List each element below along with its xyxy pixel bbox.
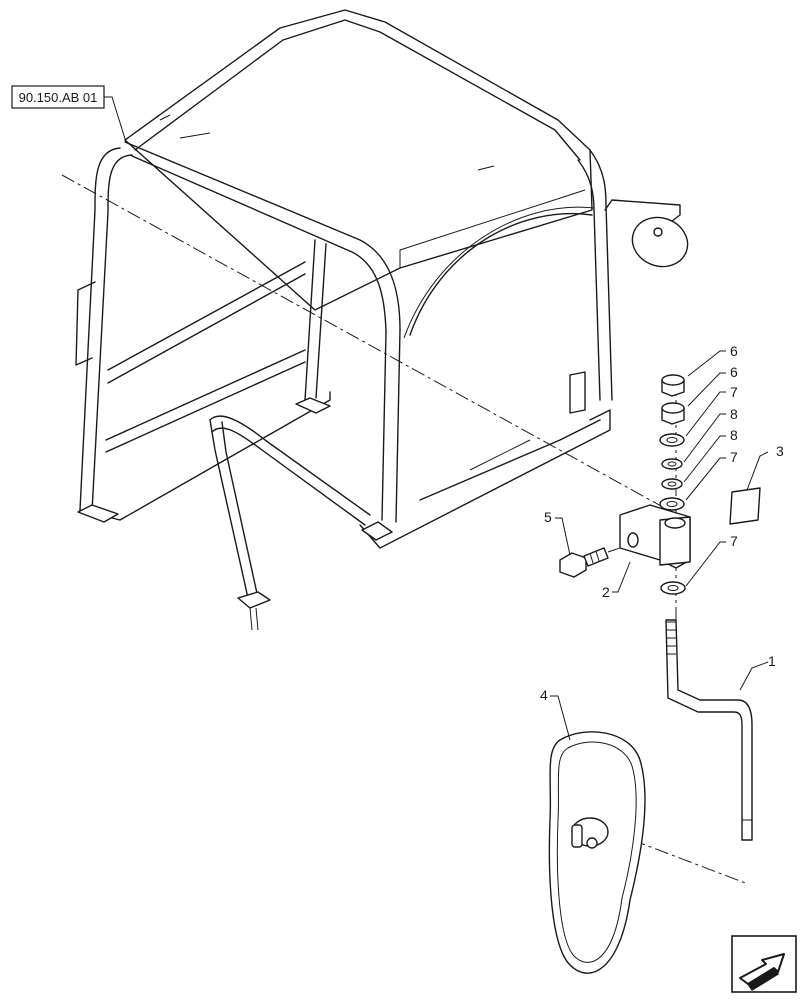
centerline-main bbox=[61, 174, 691, 523]
adhesive-pad[interactable] bbox=[729, 487, 761, 525]
callout-7-upper[interactable]: 7 bbox=[730, 384, 738, 400]
callout-7-lower[interactable]: 7 bbox=[730, 533, 738, 549]
next-page-arrow-icon[interactable] bbox=[731, 935, 797, 993]
grab-rail bbox=[209, 415, 371, 631]
callout-7-middle[interactable]: 7 bbox=[730, 449, 738, 465]
bolt[interactable] bbox=[559, 547, 609, 578]
callout-2[interactable]: 2 bbox=[602, 584, 610, 600]
callout-8-lower[interactable]: 8 bbox=[730, 427, 738, 443]
callout-3[interactable]: 3 bbox=[776, 443, 784, 459]
callout-6-upper[interactable]: 6 bbox=[730, 343, 738, 359]
mirror-head[interactable] bbox=[548, 731, 646, 974]
mirror-arm[interactable] bbox=[665, 619, 753, 841]
callout-1[interactable]: 1 bbox=[768, 653, 776, 669]
nut-washer-stack[interactable] bbox=[659, 374, 686, 595]
callout-8-upper[interactable]: 8 bbox=[730, 406, 738, 422]
callout-6-lower[interactable]: 6 bbox=[730, 364, 738, 380]
callout-4[interactable]: 4 bbox=[540, 687, 548, 703]
callout-5[interactable]: 5 bbox=[544, 509, 552, 525]
cab-frame bbox=[75, 9, 613, 549]
reference-box[interactable]: 90.150.AB 01 bbox=[11, 85, 127, 143]
mirror-bracket[interactable] bbox=[619, 504, 691, 569]
leader-lines bbox=[550, 350, 769, 741]
reference-label[interactable]: 90.150.AB 01 bbox=[19, 90, 98, 105]
installed-mirror bbox=[604, 199, 689, 268]
